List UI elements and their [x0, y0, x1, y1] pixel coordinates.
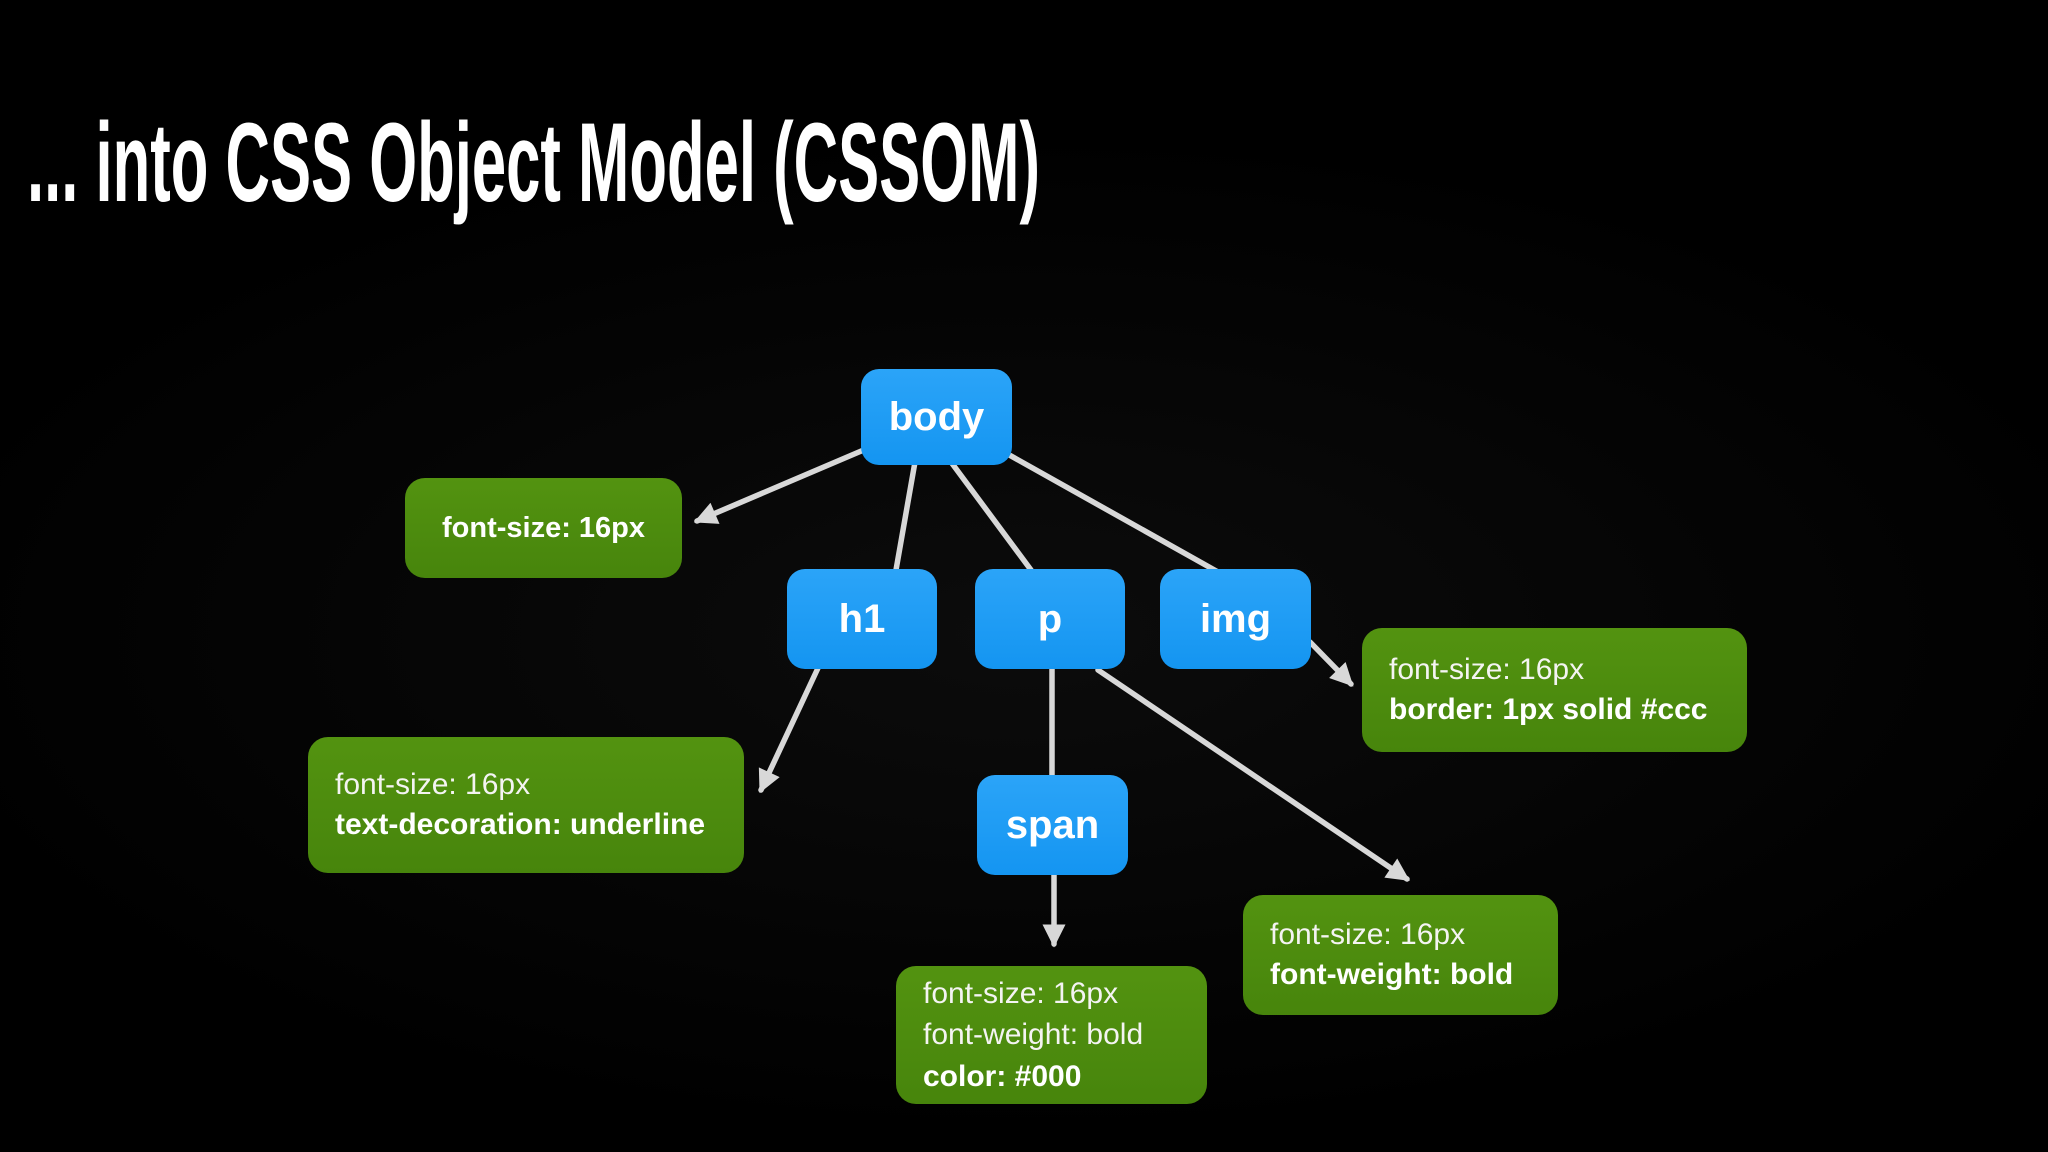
stylebox-p-line-1: font-size: 16px	[1270, 918, 1466, 952]
node-img-label: img	[1199, 596, 1272, 641]
edge-body-to-body-styles	[693, 446, 869, 524]
node-h1-label: h1	[838, 596, 886, 641]
stylebox-h1-line-1: font-size: 16px	[335, 768, 531, 802]
stylebox-p-line-2: font-weight: bold	[1270, 958, 1514, 991]
edge-body-to-h1	[893, 459, 918, 573]
stylebox-h1: font-size: 16px text-decoration: underli…	[308, 737, 744, 873]
stylebox-img: font-size: 16px border: 1px solid #ccc	[1362, 628, 1747, 752]
node-body: body	[861, 369, 1012, 465]
stylebox-p: font-size: 16px font-weight: bold	[1243, 895, 1558, 1015]
edge-h1-to-h1-styles	[758, 665, 821, 794]
edge-body-to-p	[948, 459, 1034, 573]
node-span: span	[977, 775, 1128, 875]
stylebox-span-line-3: color: #000	[923, 1059, 1082, 1093]
stylebox-span-line-1: font-size: 16px	[923, 976, 1119, 1010]
stylebox-span-line-2: font-weight: bold	[923, 1018, 1144, 1052]
stylebox-h1-line-2: text-decoration: underline	[335, 808, 706, 841]
stylebox-body: font-size: 16px	[405, 478, 682, 578]
node-h1: h1	[787, 569, 937, 669]
stylebox-span: font-size: 16px font-weight: bold color:…	[896, 966, 1207, 1104]
stylebox-body-line-1: font-size: 16px	[441, 511, 646, 544]
slide-title: ... into CSS Object Model (CSSOM)	[27, 100, 1041, 225]
node-span-label: span	[1005, 802, 1100, 847]
edge-img-to-img-styles	[1307, 639, 1354, 687]
node-p: p	[975, 569, 1125, 669]
edge-p-to-p-styles	[1095, 667, 1410, 882]
node-body-label: body	[888, 394, 985, 439]
edge-body-to-img	[1001, 449, 1221, 575]
stylebox-img-line-2: border: 1px solid #ccc	[1389, 693, 1708, 726]
node-img: img	[1160, 569, 1311, 669]
stylebox-img-line-1: font-size: 16px	[1389, 653, 1585, 687]
node-p-label: p	[1037, 596, 1063, 641]
